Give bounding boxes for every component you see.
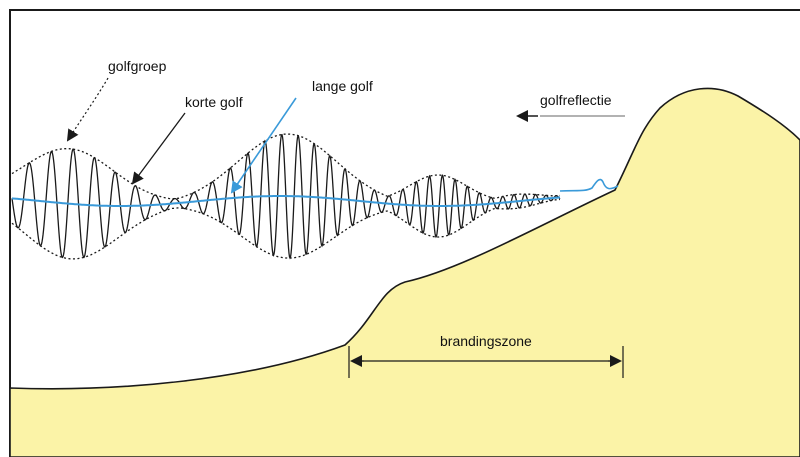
wave-group-envelope-upper	[11, 133, 560, 200]
wave-group-envelope-lower	[11, 198, 560, 260]
seabed-profile	[9, 87, 800, 457]
wave-group-arrow	[66, 77, 109, 142]
short-wave-line	[11, 133, 561, 260]
label-wave-reflection: golfreflectie	[540, 92, 612, 108]
short-wave-arrow	[131, 112, 186, 185]
long-wave-arrow	[230, 97, 297, 194]
label-wave-group: golfgroep	[108, 58, 167, 74]
wave-reflection-bump	[559, 178, 619, 192]
label-surf-zone: brandingszone	[440, 333, 532, 349]
long-wave-line	[11, 195, 560, 207]
label-long-wave: lange golf	[312, 78, 373, 94]
label-short-wave: korte golf	[185, 94, 243, 110]
